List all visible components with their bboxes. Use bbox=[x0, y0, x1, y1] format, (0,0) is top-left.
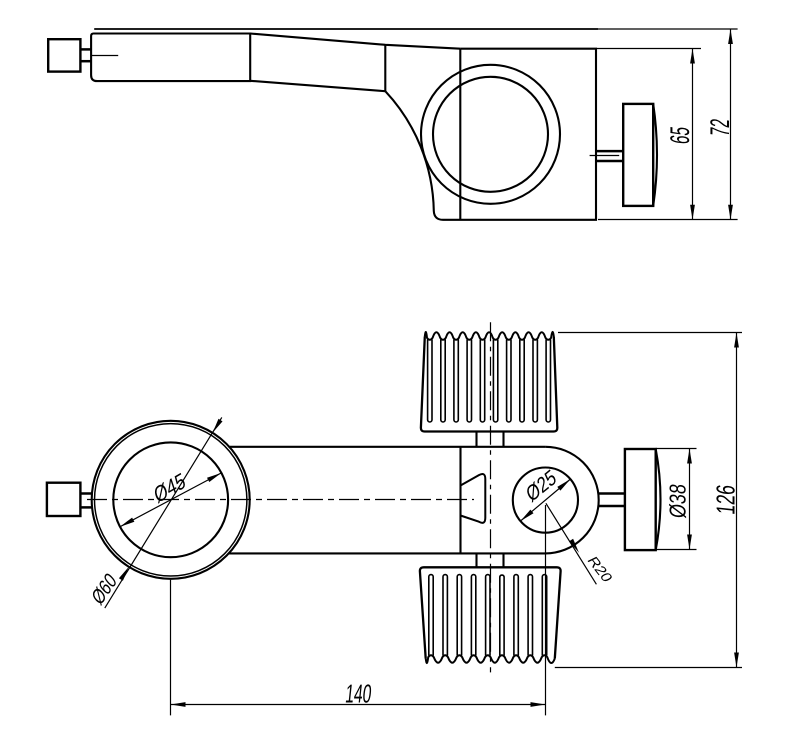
svg-text:72: 72 bbox=[704, 117, 735, 137]
svg-text:140: 140 bbox=[344, 679, 373, 709]
svg-text:126: 126 bbox=[711, 483, 741, 516]
svg-text:Ø38: Ø38 bbox=[664, 483, 690, 520]
svg-text:65: 65 bbox=[664, 125, 695, 145]
